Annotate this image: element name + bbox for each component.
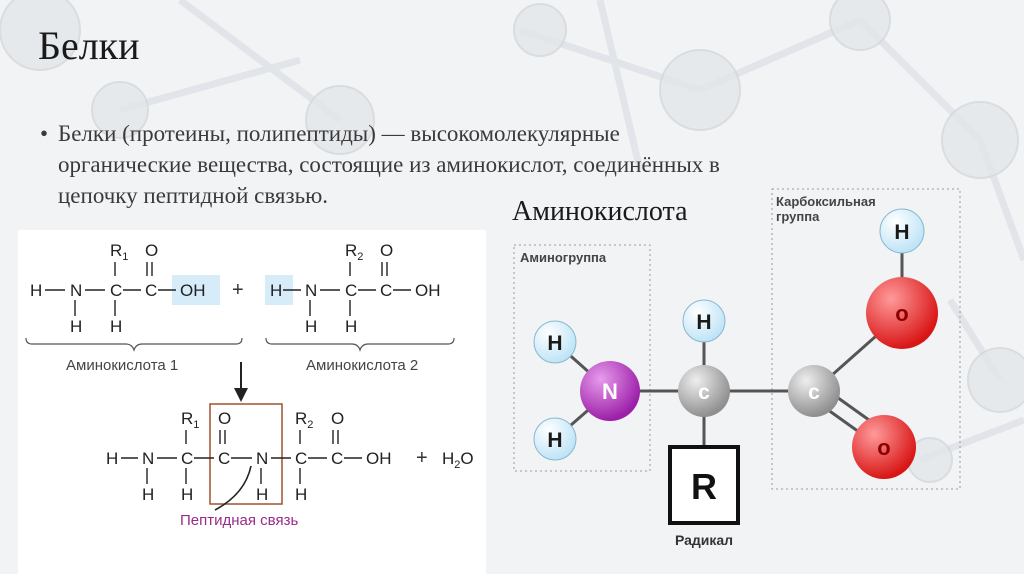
peptide-reaction-diagram: H N C C OH R1 O H H + H N C C OH xyxy=(25,241,474,529)
atom-n: N xyxy=(305,281,317,300)
bullet-definition: • Белки (протеины, полипептиды) — высоком… xyxy=(40,118,748,211)
atom-h: H xyxy=(256,485,268,504)
plus-sign-water: + xyxy=(416,447,428,469)
svg-text:c: c xyxy=(698,381,710,404)
svg-text:c: c xyxy=(808,381,820,404)
atom-c-carboxyl: C xyxy=(380,281,392,300)
bullet-marker: • xyxy=(40,121,49,146)
atom-h: H xyxy=(181,485,193,504)
amino-acid-title: Аминокислота xyxy=(512,196,688,227)
nitrogen-atom: N xyxy=(580,361,640,421)
radical-r1: R1 xyxy=(181,409,199,431)
group-oh: OH xyxy=(180,281,206,300)
carboxyl-group-label-line1: Карбоксильная xyxy=(776,194,876,209)
atom-c: C xyxy=(295,449,307,468)
atom-h: H xyxy=(30,281,42,300)
group-oh: OH xyxy=(415,281,441,300)
reaction-arrow xyxy=(234,362,248,402)
atom-c: C xyxy=(181,449,193,468)
hydrogen-atom-amino-top: H xyxy=(533,320,577,364)
label-amino-acid-1: Аминокислота 1 xyxy=(66,357,178,374)
atom-c-carboxyl: C xyxy=(145,281,157,300)
label-amino-acid-2: Аминокислота 2 xyxy=(306,357,418,374)
amino-acid-1-formula: H N C C OH R1 O H H xyxy=(30,241,206,336)
atom-h: H xyxy=(70,317,82,336)
atom-o: O xyxy=(145,241,158,260)
atom-c: C xyxy=(331,449,343,468)
atom-n: N xyxy=(256,449,268,468)
peptide-bond-pointer xyxy=(214,465,252,511)
bullet-text: Белки (протеины, полипептиды) — высокомо… xyxy=(58,121,720,208)
carbon-atom-carboxyl: c xyxy=(788,365,840,417)
amino-group-label: Аминогруппа xyxy=(520,250,607,265)
atom-o: O xyxy=(380,241,393,260)
atom-o: O xyxy=(331,409,344,428)
oh-highlight xyxy=(172,275,220,305)
radical-label: Радикал xyxy=(675,532,733,548)
peptide-bond-label: Пептидная связь xyxy=(180,512,298,529)
hydrogen-atom-carboxyl: H xyxy=(879,208,925,254)
carboxyl-group-label-line2: группа xyxy=(776,209,820,224)
atom-c-alpha: C xyxy=(110,281,122,300)
atom-h: H xyxy=(305,317,317,336)
atom-o: O xyxy=(218,409,231,428)
hydrogen-atom-amino-bottom: H xyxy=(533,417,577,461)
atom-c-alpha: C xyxy=(345,281,357,300)
plus-sign: + xyxy=(232,279,244,301)
dipeptide-bonds xyxy=(121,430,362,484)
svg-text:o: o xyxy=(895,301,908,326)
atom-c: C xyxy=(218,449,230,468)
atom-n: N xyxy=(70,281,82,300)
amino-group-frame xyxy=(513,244,651,472)
atom-h: H xyxy=(270,281,282,300)
atom-n: N xyxy=(142,449,154,468)
atom-h: H xyxy=(345,317,357,336)
water-molecule: H2O xyxy=(442,449,474,471)
peptide-bond-box xyxy=(209,403,283,505)
slide-title: Белки xyxy=(38,23,140,68)
radical-r1: R1 xyxy=(110,241,128,263)
brace-amino-acid-1 xyxy=(25,337,243,352)
amino-acid-2-bonds xyxy=(283,262,411,316)
svg-text:H: H xyxy=(547,332,562,355)
carbon-atom-alpha: c xyxy=(678,365,730,417)
group-oh: OH xyxy=(366,449,392,468)
carboxyl-group-frame xyxy=(771,188,961,490)
atom-h: H xyxy=(295,485,307,504)
svg-text:N: N xyxy=(602,379,618,404)
amino-acid-2-formula: H N C C OH R2 O H H xyxy=(270,241,441,336)
radical-r2: R2 xyxy=(295,409,313,431)
oxygen-atom-double-bond: o xyxy=(852,415,916,479)
amino-acid-1-bonds xyxy=(45,262,176,316)
atom-h: H xyxy=(106,449,118,468)
svg-text:H: H xyxy=(894,221,909,244)
dipeptide-formula: H N C C N C C OH R1 O R2 O H H H H xyxy=(106,409,392,504)
svg-text:H: H xyxy=(547,429,562,452)
atom-h: H xyxy=(142,485,154,504)
amino-acid-structure-diagram: Аминогруппа Карбоксильная группа H H N H… xyxy=(513,188,961,548)
peptide-reaction-panel: H N C C OH R1 O H H + H N C C OH xyxy=(18,230,486,574)
svg-text:o: o xyxy=(877,435,890,460)
svg-text:H: H xyxy=(696,311,711,334)
radical-box: R xyxy=(668,445,740,525)
oxygen-atom-hydroxyl: o xyxy=(866,277,938,349)
hydrogen-atom-alpha: H xyxy=(682,299,726,343)
brace-amino-acid-2 xyxy=(265,337,455,352)
svg-text:R: R xyxy=(691,466,717,507)
atom-h: H xyxy=(110,317,122,336)
radical-r2: R2 xyxy=(345,241,363,263)
